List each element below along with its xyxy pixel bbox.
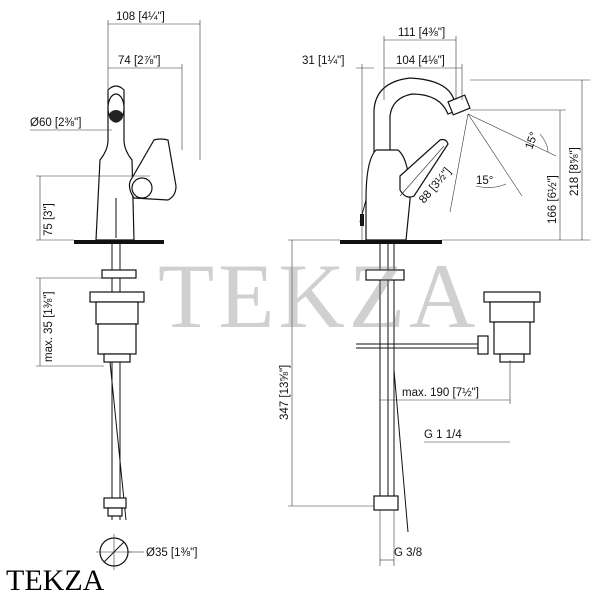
dim-overall-height: 218 [8⅝"] xyxy=(569,147,581,196)
dim-front-overall-width: 111 [4⅜"] xyxy=(398,27,445,39)
dim-spout-angle-bottom: 15° xyxy=(476,175,493,187)
dim-rod-max-length: max. 190 [7½"] xyxy=(402,387,479,399)
dim-drain-length: 347 [13⅝"] xyxy=(279,365,291,420)
dim-spout-height: 166 [6½"] xyxy=(547,175,559,224)
front-view xyxy=(288,36,590,566)
side-view xyxy=(30,20,201,570)
dim-side-top-width: 108 [4¼"] xyxy=(116,11,165,23)
dim-front-projection: 104 [4⅛"] xyxy=(396,55,445,67)
dim-spout-diameter: Ø60 [2⅜"] xyxy=(30,117,81,129)
bidet-nozzle xyxy=(447,94,471,116)
brand-logo: TEKZA xyxy=(6,564,105,597)
dim-front-offset: 31 [1¼"] xyxy=(302,55,344,67)
watermark-logo: TEKZA xyxy=(158,245,480,347)
dim-spout-angle-top: 15° xyxy=(524,131,541,151)
dim-drain-thread: G 1 1/4 xyxy=(424,429,462,441)
dim-side-inner-width: 74 [2⅞"] xyxy=(118,55,160,67)
dim-max-drain-height: max. 35 [1⅜"] xyxy=(43,291,55,362)
dim-supply-thread: G 3/8 xyxy=(394,547,422,559)
dim-base-diameter: Ø35 [1⅜"] xyxy=(146,547,197,559)
base-plate xyxy=(74,240,164,244)
dim-side-height: 75 [3"] xyxy=(43,203,55,236)
